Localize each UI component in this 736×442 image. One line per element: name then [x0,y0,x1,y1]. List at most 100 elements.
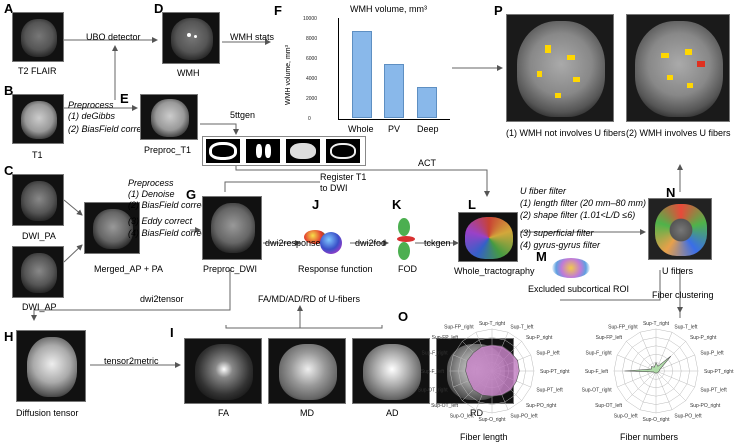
u-filter-step-4: (4) gyrus-gyrus filter [520,240,601,250]
radar-axis-label: Sup-PT_right [704,369,734,375]
radar-series [465,344,520,397]
fod-label: FOD [398,264,417,274]
dwi2fod-label: dwi2fod [355,238,387,248]
radar-axis-label: Sup-T_right [643,321,670,327]
panel-letter-n: N [666,185,676,200]
register-label-2: to DWI [320,183,348,193]
u-filter-step-1: (1) length filter (20 mm–80 mm) [520,198,647,208]
radar-axis-label: Sup-O_right [643,417,671,423]
radar-axis-label: Sup-F_right [422,351,449,357]
radar-axis-label: Sup-P_right [690,335,717,341]
radar-axis-label: Sup-PT_left [700,387,727,393]
y-tick-0: 0 [308,116,311,122]
radar-series [624,355,672,374]
radar-spoke [639,332,657,372]
radar-spoke [617,354,657,372]
radar-axis-label: Sup-PO_left [510,413,538,419]
radar-spoke [617,370,657,388]
bar-whole [351,31,372,118]
diffusion-tensor-label: Diffusion tensor [16,408,79,418]
radar-spoke [655,354,695,372]
u-filter-step-2: (2) shape filter (1.01<L/D ≤6) [520,210,636,220]
panel-letter-c: C [4,163,14,178]
wmh-image [162,12,220,64]
t2-flair-label: T2 FLAIR [18,66,57,76]
dwi-ap-label: DWI_AP [22,302,57,312]
rd-label: RD [470,408,483,418]
panel-letter-e: E [120,91,129,106]
panel-letter-f: F [274,3,282,18]
panel-letter-k: K [392,197,402,212]
fod-lobe-bottom [398,242,410,260]
wmh-no-u-fiber-label: (1) WMH not involves U fibers [506,128,626,138]
t1-image [12,94,64,144]
fivettgen-label: 5ttgen [230,110,256,120]
t2-flair-image [12,12,64,62]
panel-letter-d: D [154,1,164,16]
radar-axis-label: Sup-PT_left [536,387,563,393]
panel-letter-o: O [398,309,409,324]
radar-spoke [655,370,695,388]
radar-axis-label: Sup-FP_left [432,335,459,341]
fod-lobe-mid [397,236,415,242]
radar-spoke [655,332,673,372]
wmh-bar-chart [338,18,450,120]
y-tick-8000: 8000 [306,36,318,42]
preprocess-t1-heading: Preprocess [68,100,114,110]
radar-axis-label: Sup-O_left [614,413,639,419]
wmh-u-fiber-image [626,14,730,122]
radar-spoke [626,341,657,372]
fa-label: FA [218,408,230,418]
whole-tractography-image [458,212,518,262]
panel-letter-i: I [170,325,174,340]
preprocess-dwi-step-2: (2) BiasField correct [128,200,209,210]
radar-axis-label: Sup-FP_right [608,325,638,331]
md-map-image [268,338,346,404]
panel-letter-b: B [4,83,14,98]
wmh-stats-label: WMH stats [230,32,274,42]
tckgen-label: tckgen [424,238,451,248]
radar-axis-label: Sup-OT_left [595,403,623,409]
panel-letter-p: P [494,3,503,18]
preprocess-dwi-step-3: (3) Eddy correct [128,216,193,226]
dwi-pa-label: DWI_PA [22,231,56,241]
metrics-of-u-label: FA/MD/AD/RD of U-fibers [258,294,361,304]
radar-axis-label: Sup-OT_right [418,387,449,393]
wmh-chart-title: WMH volume, mm³ [350,4,427,14]
bar-deep [416,86,437,118]
register-label: Register T1 [320,172,367,182]
y-tick-2000: 2000 [306,96,318,102]
merged-dwi-image [84,202,140,254]
panel-letter-l: L [468,197,476,212]
radar-axis-label: Sup-O_left [450,413,475,419]
preproc-dwi-image [202,196,262,260]
preprocess-dwi-step-4: (4) BiasField correct [128,228,209,238]
radar-axis-label: Sup-T_left [510,325,534,331]
radar-axis-label: Sup-T_right [479,321,506,327]
x-tick-pv: PV [388,124,401,134]
u-filter-step-3: (3) superficial filter [520,228,594,238]
radar2-svg: Sup-T_rightSup-T_leftSup-P_rightSup-P_le… [582,321,734,423]
whole-tractography-label: Whole_tractography [454,266,535,276]
wmh-no-u-fiber-image [506,14,614,122]
act-label: ACT [418,158,436,168]
radar-spoke [655,370,673,410]
fiber-clustering-label: Fiber clustering [652,290,714,300]
merged-label: Merged_AP + PA [94,264,163,274]
bar-pv [384,63,404,118]
radar-axis-label: Sup-P_left [700,351,724,357]
diffusion-tensor-image [16,330,86,402]
x-tick-deep: Deep [417,124,439,134]
dwi-pa-image [12,174,64,226]
y-tick-6000: 6000 [306,56,318,62]
preprocess-t1-step-1: (1) deGibbs [68,111,116,121]
tensor2metric-label: tensor2metric [104,356,159,366]
radar-axis-label: Sup-P_left [536,351,560,357]
y-tick-10000: 10000 [303,16,317,22]
response-function-label: Response function [298,264,373,274]
dwi-ap-image [12,246,64,298]
preproc-t1-image [140,94,198,140]
